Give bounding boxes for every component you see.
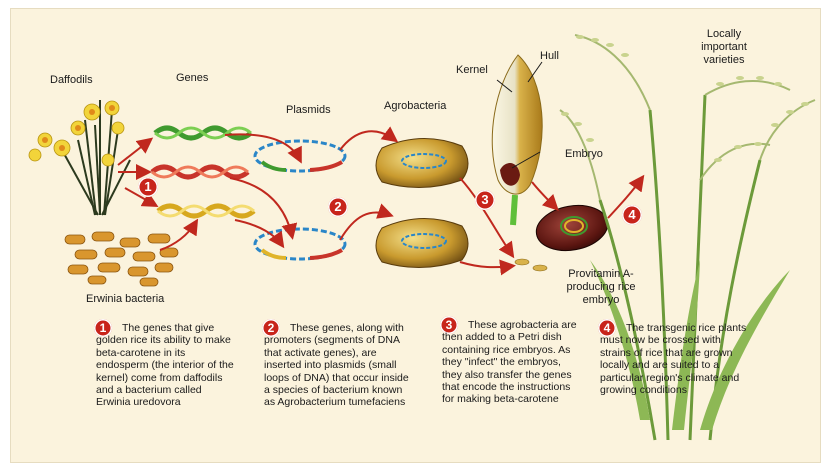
hull-label: Hull [540,50,559,63]
plasmids-label: Plasmids [286,104,331,117]
step-2-badge: 2 [328,197,348,217]
provitamin-label: Provitamin A-producing rice embryo [556,268,646,307]
step-2-text: These genes, along with promoters (segme… [264,322,414,409]
genes-label: Genes [176,72,208,85]
agrobacterium-top-icon [376,138,468,187]
agrobacterium-bottom-icon [376,218,468,267]
provitamin-embryo-icon [533,200,612,256]
step-3-badge: 3 [475,190,495,210]
varieties-label: Locally important varieties [690,28,758,67]
step-4-badge: 4 [622,205,642,225]
step-3-text: These agrobacteria are then added to a P… [442,319,582,406]
gene-helix-red-icon [152,167,248,177]
gene-helix-yellow-icon [158,206,254,216]
plasmid-loop-top-icon [255,141,345,171]
rice-kernel-icon [492,55,542,225]
rice-embryos-icon [515,259,547,271]
erwinia-label: Erwinia bacteria [86,293,164,306]
embryo-label: Embryo [565,148,603,161]
step-4-text: The transgenic rice plants must now be c… [600,322,750,396]
agrobacteria-label: Agrobacteria [384,100,446,113]
daffodils-label: Daffodils [50,74,93,87]
gene-helix-green-icon [155,128,251,138]
erwinia-bacteria-icon [65,232,178,286]
step-1-text: The genes that give golden rice its abil… [96,322,236,409]
daffodil-plant-icon [29,100,130,215]
kernel-label: Kernel [456,64,488,77]
step-1-badge: 1 [138,177,158,197]
